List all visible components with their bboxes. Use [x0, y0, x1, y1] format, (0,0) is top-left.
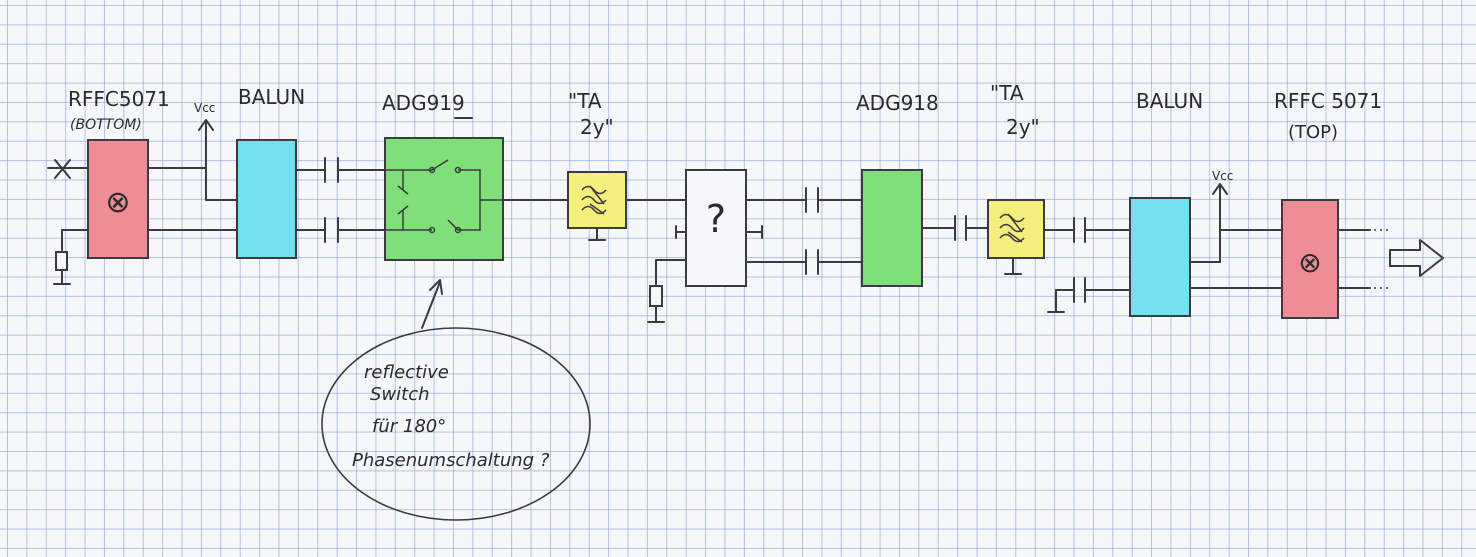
adg919-switch [384, 137, 504, 261]
filter-left [567, 171, 627, 229]
switch-contact [454, 226, 462, 234]
switch-left-internal-paths [385, 159, 503, 231]
termination-resistor-mid [649, 285, 663, 307]
coupling-cap-3 [805, 187, 819, 213]
annotation-ellipse [321, 327, 591, 521]
switch-right-label: ADG918 [856, 91, 939, 115]
coupling-cap-4 [805, 249, 819, 275]
filter-right-label-1: "TA [990, 81, 1024, 105]
no-connect-mark [54, 159, 71, 179]
unknown-block: ? [685, 169, 747, 287]
vcc-arrow-left [198, 119, 214, 131]
unknown-block-label: ? [706, 197, 726, 241]
balun-right-label: BALUN [1136, 89, 1203, 113]
balun-right-block [1129, 197, 1191, 317]
balun-left-label: BALUN [238, 85, 305, 109]
coupling-cap-7 [1073, 277, 1086, 303]
switch-contact [454, 166, 462, 174]
mixer-left-symbol: ⊗ [105, 185, 130, 220]
signal-wires [47, 119, 1444, 323]
wire-balun-mixer-top [1189, 229, 1283, 263]
switch-right-block [861, 169, 923, 287]
stub-unknown-left [675, 225, 687, 239]
filter-left-block [567, 171, 627, 229]
wire-mixer-balun-top [147, 167, 238, 201]
filter-left-label-1: "TA [568, 89, 602, 113]
mixer-right-sub: (TOP) [1288, 122, 1338, 143]
termination-resistor-left [55, 251, 68, 271]
mixer-left-block [87, 139, 149, 259]
mixer-right-block [1281, 199, 1339, 319]
ground-filter-left [588, 227, 606, 241]
stub-unknown-right [745, 225, 763, 239]
annotation-arrowhead [429, 279, 443, 295]
vcc-left-label: Vcc [194, 101, 215, 115]
ground-filter-right [1004, 257, 1022, 275]
mixer-right-symbol: ⊗ [1298, 246, 1321, 279]
annotation-note: reflective Switch für 180° Phasenumschal… [321, 279, 591, 521]
filter-strike-icon [589, 185, 605, 215]
ground-balun-right [1047, 289, 1065, 313]
mixer-left-sub: (BOTTOM) [70, 117, 142, 133]
termination-wire-mid [655, 259, 687, 285]
note-line-3: für 180° [372, 416, 446, 437]
filter-right-label-2: 2y" [1006, 115, 1040, 139]
filter-left-label-2: 2y" [580, 115, 614, 139]
switch-left-label: ADG919 [382, 91, 465, 115]
note-line-2: Switch [370, 384, 430, 405]
note-line-1: reflective [364, 362, 449, 383]
unknown-block-rect [685, 169, 747, 287]
switch-contact [428, 226, 436, 234]
coupling-cap-6 [1073, 217, 1086, 243]
balun-left-block [236, 139, 297, 259]
ground-left [53, 269, 71, 285]
switch-contact [428, 166, 436, 174]
labels: RFFC5071 (BOTTOM) Vcc BALUN ADG919 "TA 2… [68, 81, 1382, 183]
filter-right-block [987, 199, 1045, 259]
coupling-cap-5 [954, 215, 967, 241]
coupling-cap-2 [324, 217, 339, 243]
output-arrow-icon [1389, 239, 1444, 277]
mixer-right-name: RFFC 5071 [1274, 89, 1382, 113]
coupling-cap-1 [324, 157, 339, 183]
vcc-right-label: Vcc [1212, 169, 1233, 183]
ground-mid [647, 305, 665, 323]
shunt-switch-marks [397, 185, 409, 215]
filter-right [987, 199, 1045, 259]
annotation-arrow-line [421, 281, 441, 329]
termination-wire-left [61, 229, 89, 251]
filter-strike-icon [1007, 213, 1023, 243]
left-mixer: ⊗ [87, 139, 149, 259]
mixer-left-name: RFFC5071 [68, 87, 170, 111]
vcc-arrow-right [1212, 183, 1228, 195]
switch-left-block [384, 137, 504, 261]
note-line-4: Phasenumschaltung ? [352, 450, 550, 471]
right-mixer: ⊗ [1281, 199, 1339, 319]
